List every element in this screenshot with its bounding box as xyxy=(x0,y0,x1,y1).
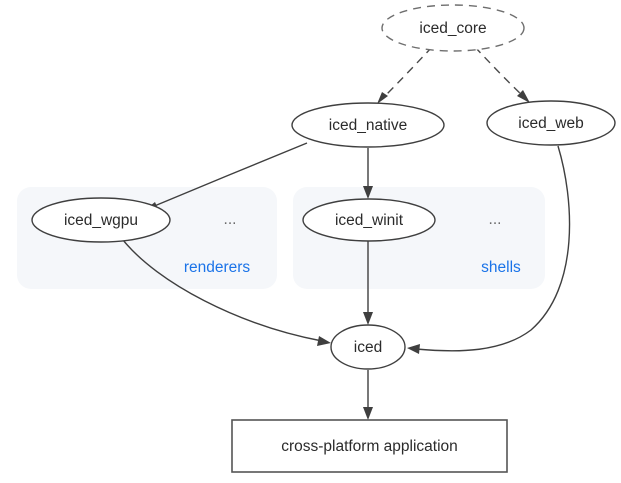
cluster-renderers-label: renderers xyxy=(184,259,251,276)
edge-line xyxy=(122,239,323,342)
node-application-label: cross-platform application xyxy=(281,438,458,455)
arrow-head-icon xyxy=(377,92,388,104)
arrow-head-icon xyxy=(517,90,530,103)
edge-iced-winit-to-iced xyxy=(363,241,373,325)
edge-line xyxy=(151,142,308,208)
arrow-head-icon xyxy=(317,336,331,346)
edge-iced-core-to-iced-web xyxy=(474,46,530,103)
node-iced-shape[interactable] xyxy=(330,324,406,370)
cluster-shells-label: shells xyxy=(481,259,521,276)
arrow-head-icon xyxy=(407,344,420,354)
node-application[interactable]: cross-platform application xyxy=(231,419,508,473)
edge-iced-to-application xyxy=(363,370,373,420)
node-iced-winit[interactable]: iced_winit xyxy=(302,198,436,242)
node-iced-native-label: iced_native xyxy=(329,117,407,134)
node-iced-native-shape[interactable] xyxy=(291,102,445,148)
edge-iced-wgpu-to-iced xyxy=(122,239,331,346)
node-iced-web-label: iced_web xyxy=(518,115,584,132)
shells-ellipsis-label: ... xyxy=(489,211,502,228)
node-iced[interactable]: iced xyxy=(330,324,406,370)
node-iced-web[interactable]: iced_web xyxy=(486,100,616,146)
edge-iced-web-to-iced xyxy=(407,145,571,354)
arrow-head-icon xyxy=(363,407,373,420)
node-iced-winit-shape[interactable] xyxy=(302,198,436,242)
renderers-ellipsis-label: ... xyxy=(224,211,237,228)
node-application-shape[interactable] xyxy=(231,419,508,473)
node-iced-native[interactable]: iced_native xyxy=(291,102,445,148)
node-iced-core-label: iced_core xyxy=(419,20,486,37)
node-iced-core-shape[interactable] xyxy=(381,4,525,52)
node-iced-wgpu-label: iced_wgpu xyxy=(64,212,138,229)
edge-line xyxy=(474,46,525,98)
arrow-head-icon xyxy=(363,312,373,325)
node-iced-wgpu[interactable]: iced_wgpu xyxy=(31,197,171,243)
edge-line xyxy=(415,145,571,352)
edge-iced-native-to-iced-winit xyxy=(363,148,373,199)
node-iced-wgpu-shape[interactable] xyxy=(31,197,171,243)
edge-line xyxy=(381,46,433,100)
node-iced-web-shape[interactable] xyxy=(486,100,616,146)
node-iced-label: iced xyxy=(354,339,382,356)
arrow-head-icon xyxy=(363,186,373,199)
edge-iced-core-to-iced-native xyxy=(377,46,433,104)
node-iced-core[interactable]: iced_core xyxy=(381,4,525,52)
node-iced-winit-label: iced_winit xyxy=(335,212,404,229)
